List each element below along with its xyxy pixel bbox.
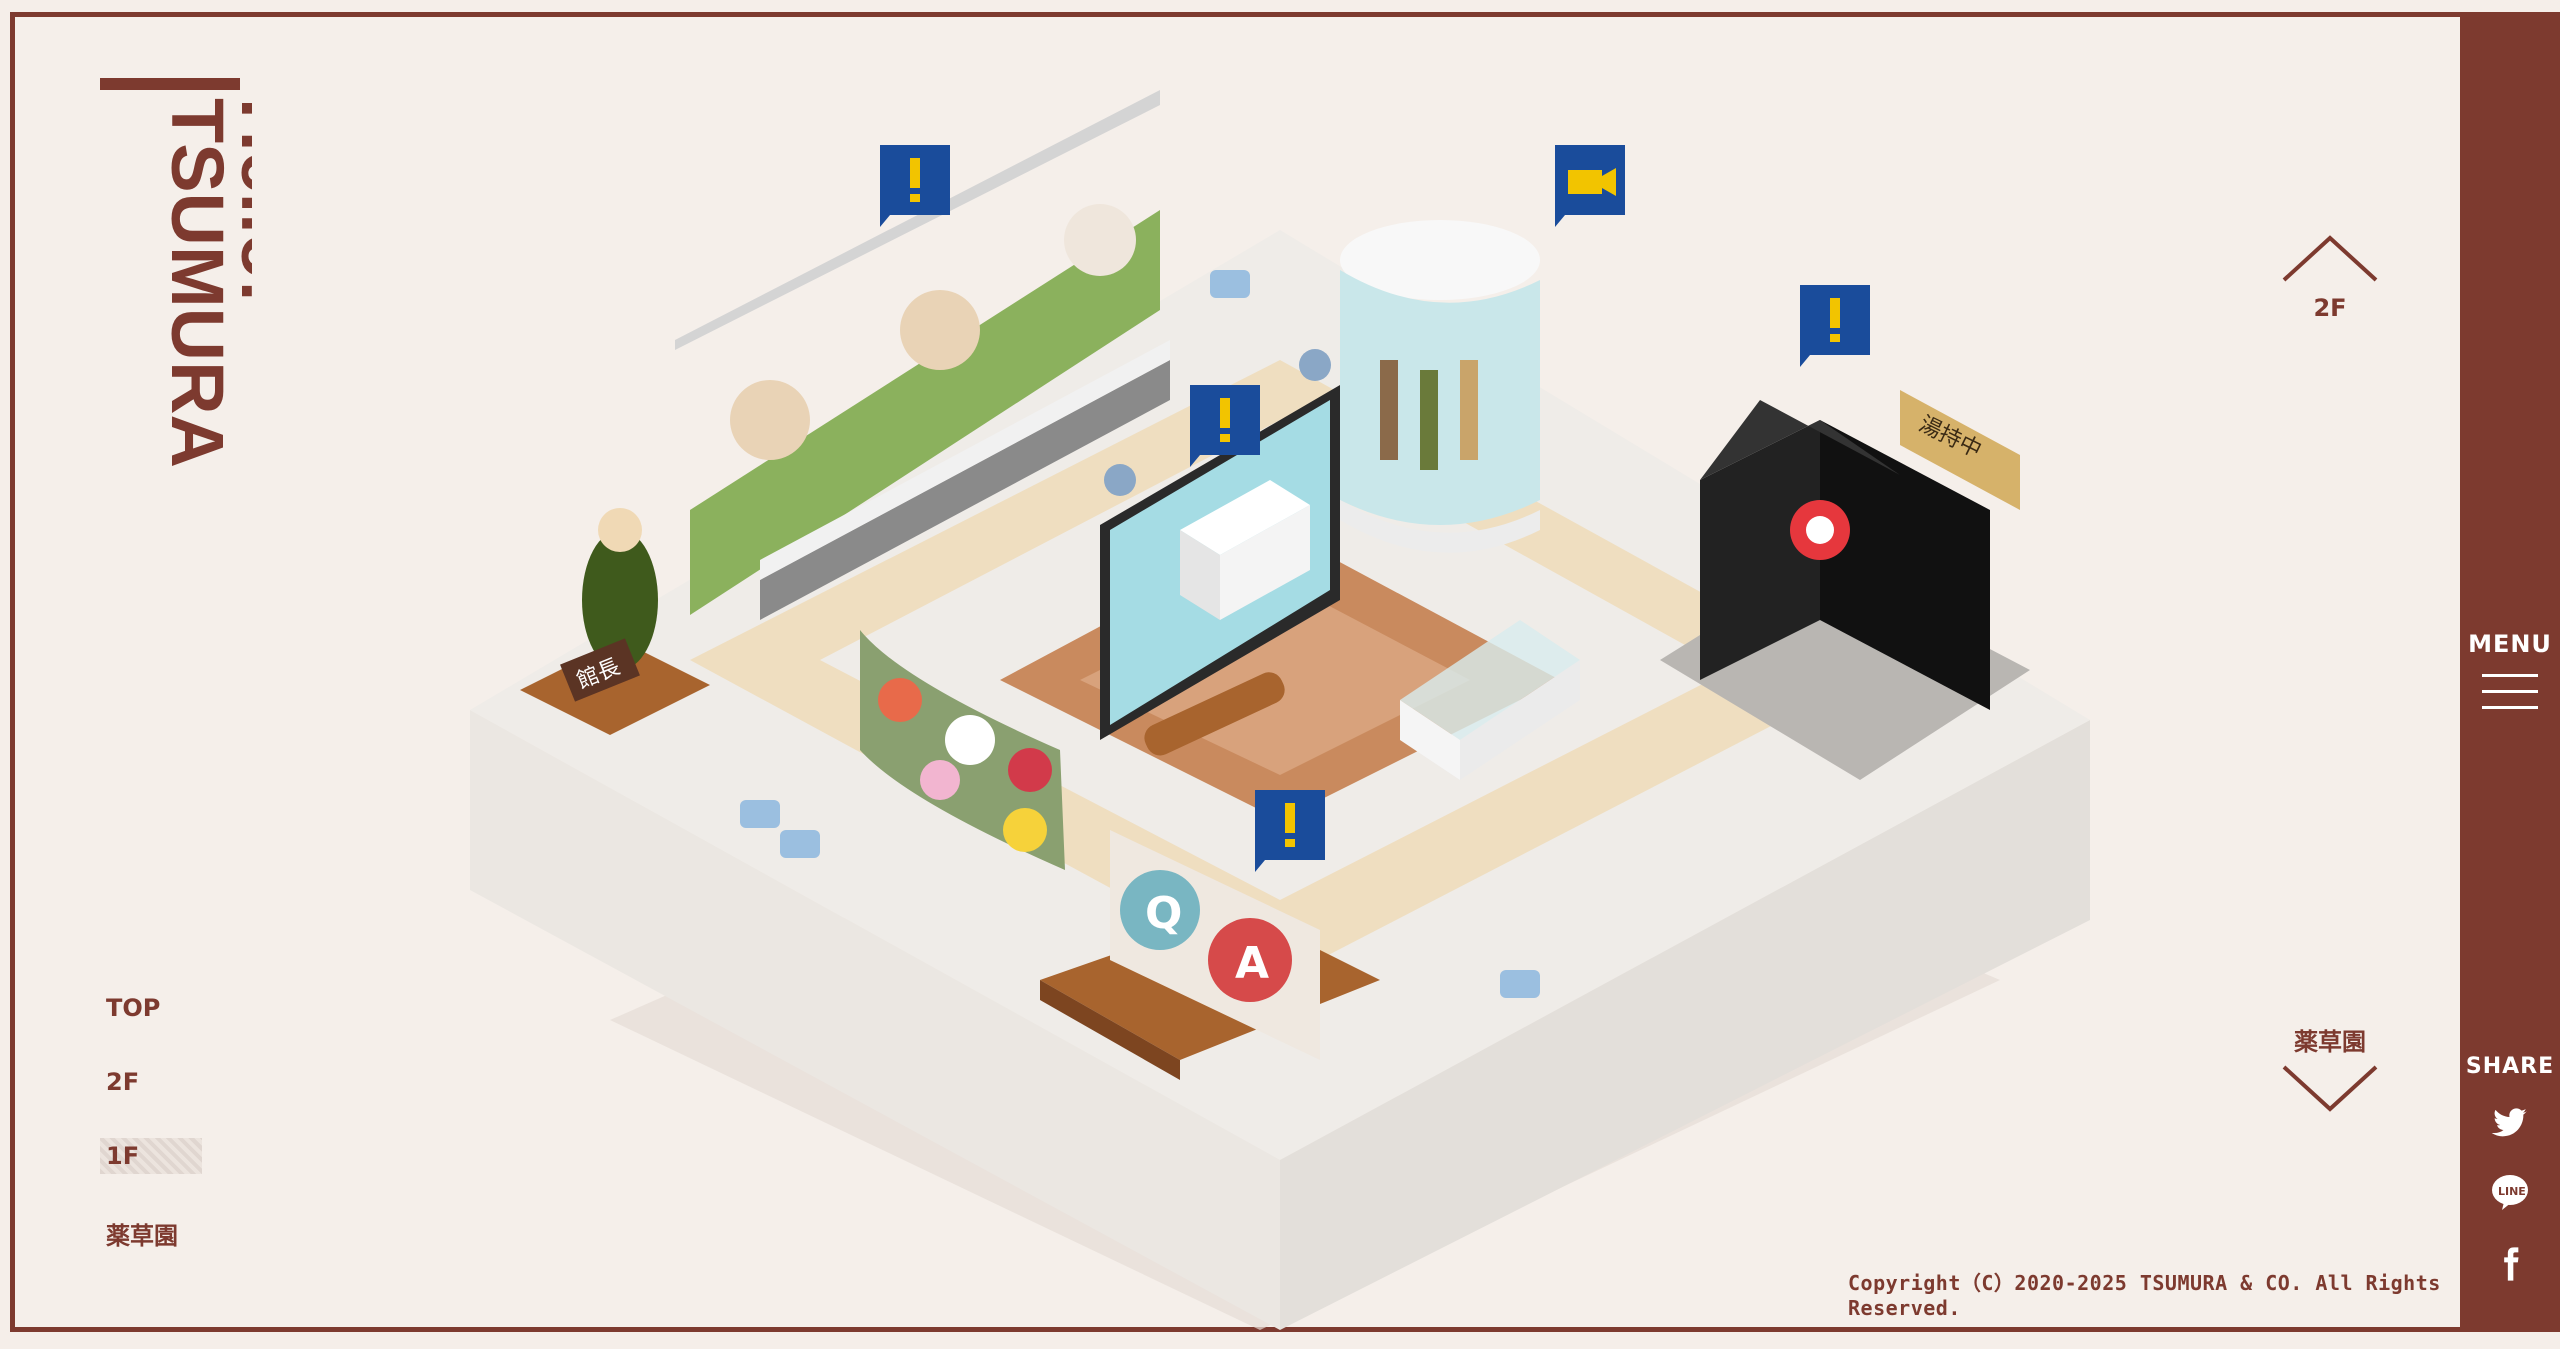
floor-nav-2f[interactable]: 2F — [106, 1068, 140, 1096]
exclamation-icon[interactable] — [1255, 790, 1325, 872]
floor-nav-1f[interactable]: 1F — [100, 1138, 202, 1174]
bench — [1210, 270, 1250, 298]
hamburger-menu-icon[interactable] — [2482, 674, 2538, 722]
floor-nav-top[interactable]: TOP — [106, 994, 161, 1022]
exclamation-icon[interactable] — [880, 145, 950, 227]
share-label: SHARE — [2465, 1054, 2555, 1079]
staircase[interactable] — [1400, 620, 1580, 780]
menu-label[interactable]: MENU — [2468, 630, 2552, 658]
floor-up-label: 2F — [2313, 294, 2347, 322]
right-sidebar: MENU SHARE LINE — [2460, 12, 2560, 1332]
line-icon[interactable]: LINE — [2490, 1172, 2530, 1212]
history-panel-exhibit[interactable] — [675, 90, 1170, 620]
qa-booth-exhibit[interactable]: Q A — [1040, 830, 1380, 1080]
facebook-icon[interactable] — [2490, 1244, 2530, 1284]
svg-text:LINE: LINE — [2498, 1185, 2526, 1198]
floor-nav-garden[interactable]: 薬草園 — [106, 1222, 178, 1250]
herb-specimen-exhibit[interactable] — [1340, 220, 1540, 553]
qa-q-label: Q — [1145, 888, 1182, 939]
floor-down-label: 薬草園 — [2294, 1028, 2366, 1056]
flower-display-exhibit[interactable] — [860, 630, 1065, 870]
chevron-down-icon — [2282, 1065, 2378, 1112]
founder-statue-exhibit[interactable]: 館長 — [520, 508, 710, 735]
floor-down-button[interactable]: 薬草園 — [2280, 1022, 2380, 1121]
chevron-up-icon — [2282, 235, 2378, 282]
copyright-text: Copyright（C）2020-2025 TSUMURA & CO. All … — [1848, 1271, 2441, 1320]
floor-nav: TOP 2F 1F 薬草園 — [100, 990, 202, 1293]
historic-shop-exhibit[interactable]: 湯持中 — [1660, 390, 2030, 780]
exclamation-icon[interactable] — [1190, 385, 1260, 467]
video-camera-icon[interactable] — [1555, 145, 1625, 227]
qa-a-label: A — [1235, 938, 1269, 989]
museum-floor-scene: 館長 — [440, 60, 2120, 1340]
screen-exhibit[interactable] — [1100, 349, 1340, 740]
bench — [740, 800, 780, 828]
floor-up-button[interactable]: 2F — [2280, 230, 2380, 322]
bench — [780, 830, 820, 858]
logo-line2: TSUMURA — [156, 98, 239, 468]
bench — [1500, 970, 1540, 998]
twitter-icon[interactable] — [2490, 1102, 2530, 1142]
exclamation-icon[interactable] — [1800, 285, 1870, 367]
hello-tsumura-logo[interactable]: Hello! TSUMURA — [92, 70, 309, 520]
